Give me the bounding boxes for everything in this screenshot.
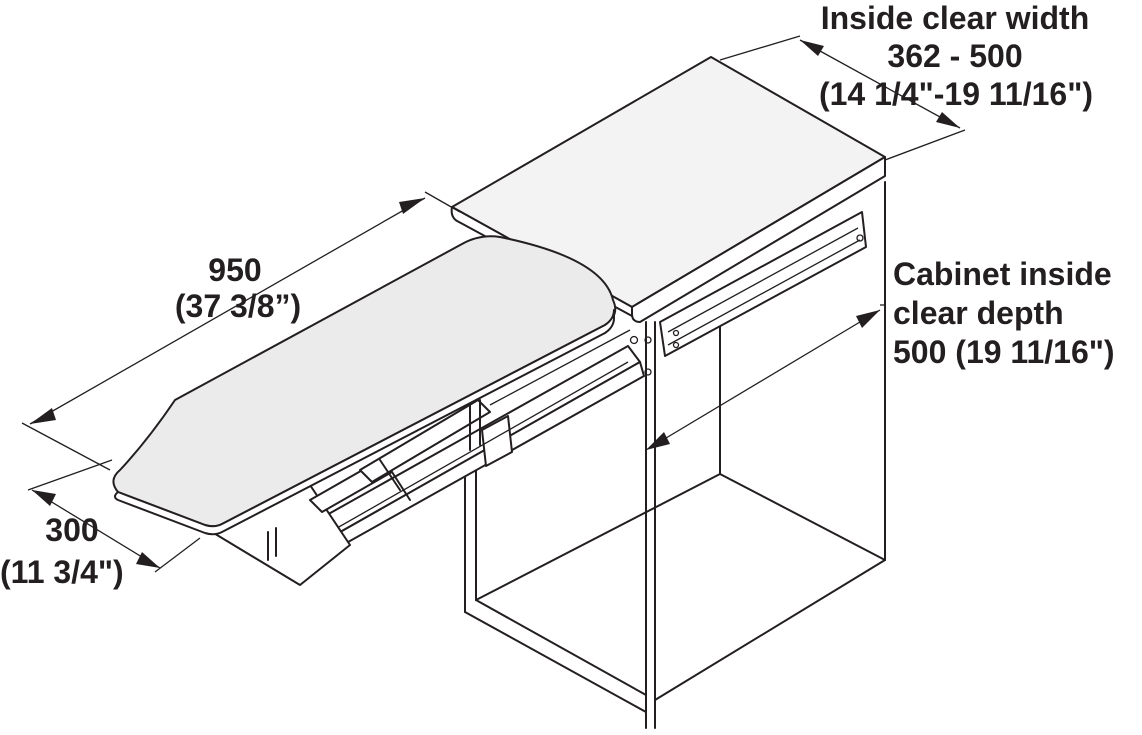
board-support-frame (211, 329, 631, 586)
dim-board-length (21, 191, 461, 471)
dim-inside-width (719, 35, 966, 161)
cabinet-depth-line1: Cabinet inside (893, 256, 1112, 292)
cabinet-depth-line3: 500 (19 11/16") (893, 334, 1115, 370)
inside-width-value: 362 - 500 (887, 38, 1023, 74)
right-runner-rail (629, 211, 867, 377)
board-width-imperial: (11 3/4") (0, 554, 124, 590)
cabinet-depth-line2: clear depth (893, 295, 1064, 331)
dim-cabinet-depth (645, 304, 885, 451)
ironing-board (112, 235, 617, 536)
dim-board-width (27, 459, 201, 573)
inside-width-title: Inside clear width (820, 0, 1090, 36)
inside-width-imperial: (14 1/4"-19 11/16") (818, 76, 1094, 112)
board-length-value: 950 (208, 252, 262, 288)
board-length-imperial: (37 3/8”) (174, 288, 302, 324)
board-width-value: 300 (45, 512, 99, 548)
